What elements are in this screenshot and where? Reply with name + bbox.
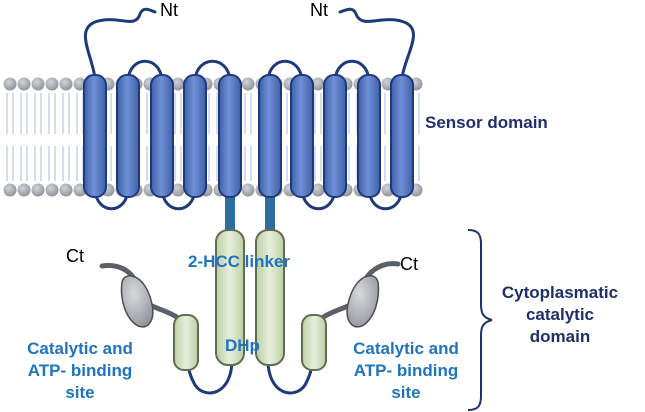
- lipid-head: [3, 77, 17, 91]
- tm-helix: [258, 74, 282, 198]
- catalytic-label-left: Catalytic and ATP- binding site: [27, 339, 133, 402]
- loop-top-right-1: [333, 59, 371, 82]
- linker-rod-left: [225, 188, 235, 238]
- nt-label-left: Nt: [160, 0, 178, 20]
- atp-blob-left: [120, 275, 154, 328]
- catalytic-helix-left: [173, 314, 199, 371]
- nt-tail-right: [338, 7, 415, 80]
- tm-helix: [83, 74, 107, 198]
- cytoplasmatic-label-line3: domain: [530, 327, 590, 346]
- catalytic-label-right: Catalytic and ATP- binding site: [353, 339, 459, 402]
- lipid-head: [171, 77, 185, 91]
- linker-rods: [225, 188, 275, 238]
- dhp-helices: [215, 229, 285, 366]
- dhp-label: DHp: [225, 336, 260, 355]
- cytoplasmatic-label-line1: Cytoplasmatic: [502, 283, 618, 302]
- lipid-head: [31, 183, 45, 197]
- tm-helix: [390, 74, 414, 198]
- transmembrane-helices: [83, 74, 414, 198]
- loop-top-left-2: [193, 59, 232, 82]
- catalytic-label-right-line2: ATP- binding: [354, 361, 459, 380]
- catalytic-label-right-line3: site: [391, 383, 420, 402]
- dhp-helix-right: [255, 229, 285, 366]
- lipid-head: [17, 183, 31, 197]
- lipid-head: [241, 77, 255, 91]
- lipid-head: [241, 183, 255, 197]
- catalytic-label-left-line3: site: [65, 383, 94, 402]
- nt-tail-left: [83, 7, 157, 80]
- domain-bracket: [467, 229, 493, 411]
- lipid-head: [31, 77, 45, 91]
- cytoplasmatic-label: Cytoplasmatic catalytic domain: [502, 283, 618, 346]
- tm-helix: [116, 74, 140, 198]
- lipid-head: [171, 183, 185, 197]
- link-right: [319, 302, 353, 321]
- tm-helix: [183, 74, 207, 198]
- catalytic-label-left-line2: ATP- binding: [28, 361, 133, 380]
- lipid-head: [3, 183, 17, 197]
- catalytic-label-left-line1: Catalytic and: [27, 339, 133, 358]
- lipid-head: [311, 183, 325, 197]
- tm-helix: [218, 74, 242, 198]
- lipid-head: [59, 183, 73, 197]
- link-left: [147, 302, 181, 321]
- linker-label: 2-HCC linker: [188, 252, 290, 271]
- dhp-helix-left: [215, 229, 245, 366]
- nt-label-right: Nt: [310, 0, 328, 20]
- catalytic-helix-right: [301, 314, 327, 371]
- tm-helix: [150, 74, 174, 198]
- lipid-head: [311, 77, 325, 91]
- tm-helix: [357, 74, 381, 198]
- catalytic-label-right-line1: Catalytic and: [353, 339, 459, 358]
- atp-blob-right: [346, 275, 380, 328]
- linker-rod-right: [265, 188, 275, 238]
- lipid-head: [45, 183, 59, 197]
- sensor-domain-label: Sensor domain: [425, 113, 548, 132]
- lipid-head: [45, 77, 59, 91]
- tm-helix: [323, 74, 347, 198]
- loop-top-left-1: [126, 59, 164, 82]
- tm-helix: [290, 74, 314, 198]
- lipid-head: [17, 77, 31, 91]
- lipid-head: [59, 77, 73, 91]
- ct-label-left: Ct: [66, 246, 84, 266]
- atp-binding-blobs: [120, 275, 380, 328]
- catalytic-helices: [173, 314, 327, 371]
- cytoplasmatic-label-line2: catalytic: [526, 305, 594, 324]
- loop-top-right-2: [266, 59, 304, 82]
- ct-label-right: Ct: [400, 254, 418, 274]
